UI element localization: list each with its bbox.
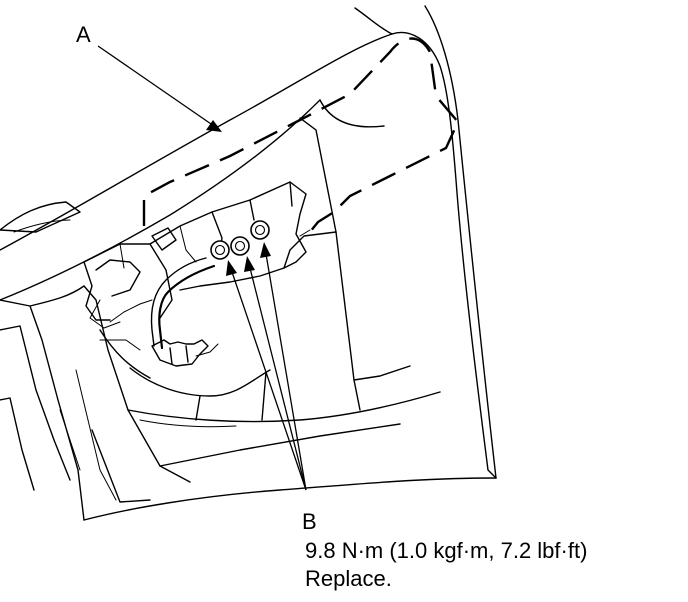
leader-b — [226, 242, 307, 491]
bolt-right — [250, 220, 270, 240]
dashboard-outline — [0, 5, 497, 479]
mounting-bolts — [210, 220, 270, 260]
side-panel — [0, 285, 497, 521]
leader-a — [97, 45, 222, 132]
bolt-left — [210, 240, 230, 260]
replace-note-text: Replace. — [305, 566, 392, 591]
bolt-center — [230, 236, 250, 256]
torque-spec-text: 9.8 N·m (1.0 kgf·m, 7.2 lbf·ft) — [305, 538, 588, 563]
lower-cover — [99, 117, 441, 467]
harness-connector — [99, 257, 219, 367]
callout-b-label: B — [302, 509, 317, 534]
callout-a-label: A — [76, 22, 91, 47]
part-a-dashed-outline — [142, 37, 460, 233]
module-bracket — [83, 181, 307, 329]
